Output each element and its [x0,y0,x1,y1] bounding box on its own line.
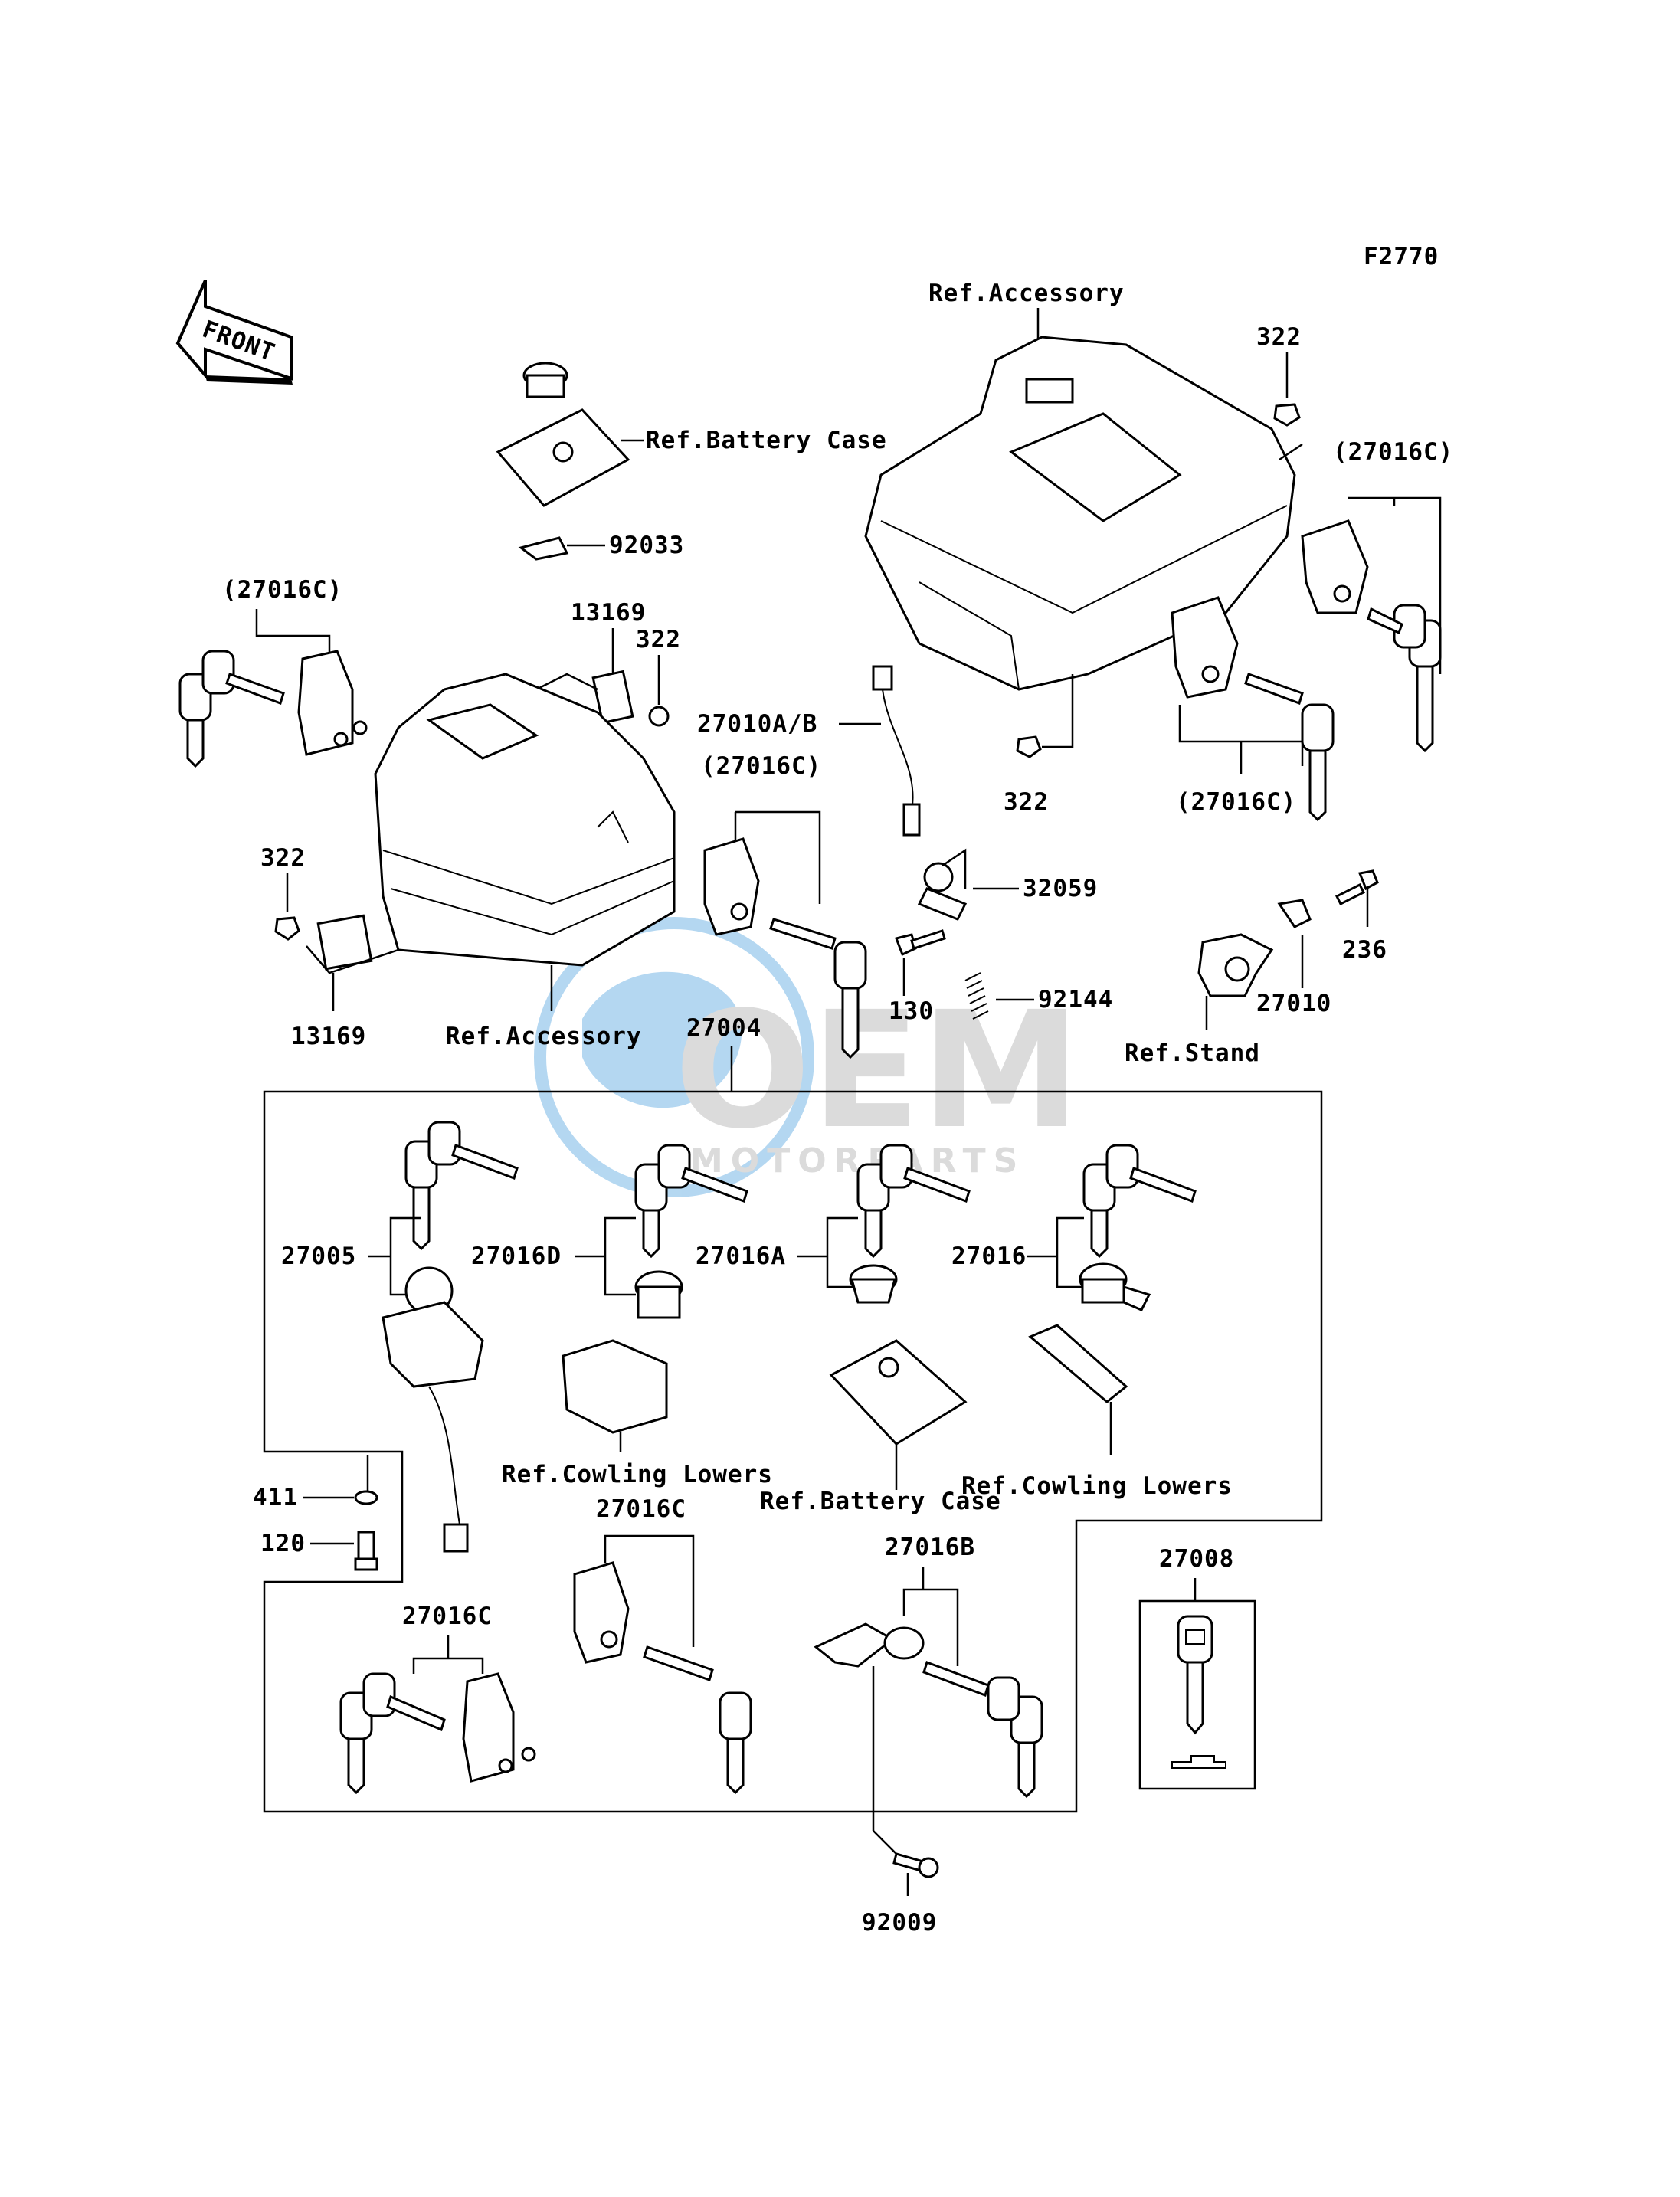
clip-92033 [518,536,569,561]
key-27016a [856,1144,971,1259]
spring-92144 [964,972,989,1020]
label-27016c-left-middle: (27016C) [701,752,821,780]
label-ref-cowling-lowers-1: Ref.Cowling Lowers [502,1461,773,1488]
label-322-top-right: 322 [1256,323,1302,351]
nut-322-top-right [1273,403,1301,427]
lock-27016a [849,1264,898,1304]
key-top-right [1367,604,1442,753]
label-322-left-top: 322 [636,626,681,653]
key-left-top [178,650,285,768]
nut-322-bottom-right [1016,735,1042,758]
label-27004: 27004 [686,1014,761,1042]
oem-motorparts-watermark: OEM MOTORPARTS [534,917,1081,1197]
label-322-left-bottom: 322 [260,844,306,872]
key-lower-middle [643,1645,752,1795]
screw-120 [354,1531,378,1571]
label-130: 130 [889,997,934,1025]
label-ref-accessory-left: Ref.Accessory [446,1023,642,1050]
key-blank-27008 [1171,1615,1226,1769]
cowling-cover-right [1028,1324,1128,1403]
switch-wire-27010ab [872,665,921,837]
ignition-switch-27005 [382,1266,484,1553]
battery-case-lock-top [496,362,630,507]
label-27010ab: 27010A/B [697,710,817,738]
front-arrow-icon: FRONT [175,280,293,385]
label-27005: 27005 [281,1243,356,1270]
label-322-bottom-right: 322 [1004,788,1049,816]
label-92033: 92033 [609,532,684,559]
label-27008: 27008 [1159,1545,1234,1573]
label-27016c-lower-left: 27016C [402,1603,493,1630]
label-27016c-top-right: (27016C) [1333,438,1453,466]
label-ref-battery-case-top: Ref.Battery Case [646,427,887,454]
lock-27016 [1079,1262,1151,1311]
label-32059: 32059 [1023,875,1098,902]
watermark-brand: OEM [674,977,1081,1164]
lock-27016d [634,1270,683,1319]
label-ref-battery-case-bottom: Ref.Battery Case [760,1488,1001,1515]
battery-case-plate [829,1339,968,1446]
label-ref-cowling-lowers-2: Ref.Cowling Lowers [961,1472,1233,1500]
cowling-cover-left [562,1339,668,1434]
label-92009: 92009 [862,1909,937,1937]
label-ref-stand: Ref.Stand [1125,1040,1260,1067]
screw-92009 [892,1852,939,1878]
key-27016b [922,1661,1043,1799]
key-left-middle [769,918,867,1059]
key-27016 [1082,1144,1197,1259]
bolt-130 [894,929,946,957]
plate-13169-bottom [316,914,373,971]
washer-411 [354,1490,378,1505]
label-27016b: 27016B [885,1534,975,1561]
bolt-236 [1335,869,1379,906]
key-27005 [404,1121,519,1251]
accessory-left-case [374,673,676,967]
label-27016c-bottom-right: (27016C) [1176,788,1296,816]
watermark-subtitle: MOTORPARTS [689,1141,1025,1180]
label-13169-top: 13169 [571,599,646,627]
stand-switch-27010 [1197,899,1312,997]
label-27016: 27016 [951,1243,1027,1270]
lock-cylinder-right-middle [1171,596,1239,699]
plate-13169-top [591,670,634,725]
label-27016a: 27016A [696,1243,786,1270]
lock-bracket-lower-left [462,1672,536,1783]
label-236: 236 [1342,936,1387,964]
label-27016c-lower-middle: 27016C [596,1495,686,1523]
lock-cylinder-lower-middle [573,1561,630,1664]
label-27016d: 27016D [471,1243,562,1270]
figure-code: F2770 [1364,243,1439,270]
kit-27004-outline [263,1090,1323,1813]
label-27016c-left-top: (27016C) [222,576,342,604]
label-92144: 92144 [1038,986,1113,1013]
lock-cylinder-left-middle [703,837,760,936]
lock-27016b [814,1622,925,1668]
lock-cylinder-top-right [1301,519,1369,614]
key-blank-27008-box [1138,1599,1256,1790]
label-120: 120 [260,1530,306,1557]
label-411: 411 [253,1484,298,1511]
label-27010: 27010 [1256,990,1331,1017]
label-ref-accessory-top: Ref.Accessory [928,280,1125,307]
nut-322-left-top [648,706,670,727]
nut-322-left-bottom [274,916,300,941]
accessory-top-case [864,336,1296,691]
key-lower-left [339,1672,446,1795]
bracket-32059 [917,862,968,921]
key-right-middle [1244,673,1335,822]
lock-bracket-left-top [297,650,368,756]
key-27016d [634,1144,748,1259]
label-13169-bottom: 13169 [291,1023,366,1050]
